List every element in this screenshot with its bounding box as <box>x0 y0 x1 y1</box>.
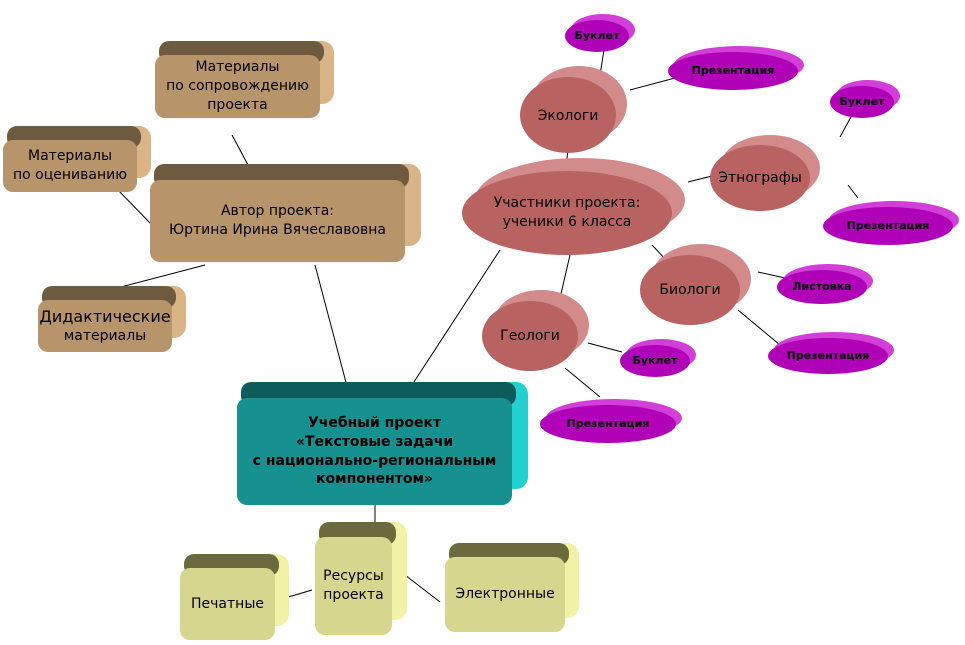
node-text: компонентом» <box>316 471 433 488</box>
node-text: Буклет <box>574 28 620 42</box>
node-text: проекта <box>323 587 384 603</box>
node-text: Листовка <box>792 279 852 293</box>
node-text: Электронные <box>455 586 555 603</box>
geologists-ellipse <box>482 290 589 371</box>
participants-node[interactable]: Участники проекта: ученики 6 класса <box>462 171 672 255</box>
didactic-materials-node[interactable]: Дидактические материалы <box>38 300 172 352</box>
ethnographers-booklet-node[interactable]: Буклет <box>830 92 894 112</box>
node-text: по сопровождению <box>166 78 309 95</box>
connector-evaluation-author <box>117 189 153 226</box>
node-text: по оцениванию <box>13 167 127 183</box>
node-text: Буклет <box>839 94 885 108</box>
connector-geologists-presentation <box>564 367 601 398</box>
connector-ethnographers-presentation <box>847 184 859 199</box>
node-text: Учебный проект <box>307 414 442 431</box>
connector-participants-ethnographers <box>687 175 713 183</box>
node-text: Презентация <box>786 348 870 362</box>
participants-ellipse <box>462 158 685 255</box>
node-text: Этнографы <box>718 169 802 186</box>
support-materials-box <box>155 41 334 118</box>
printed-box <box>180 554 289 640</box>
node-text: Презентация <box>846 218 930 232</box>
node-text: «Текстовые задачи <box>295 433 454 450</box>
printed-resources-node[interactable]: Печатные <box>180 568 275 640</box>
ecologists-booklet-ellipse <box>565 14 635 52</box>
connector-geologists-booklet <box>587 342 623 353</box>
resources-box <box>315 522 407 635</box>
node-text: Презентация <box>566 416 650 430</box>
connectors <box>89 49 859 603</box>
geologists-booklet-node[interactable]: Буклет <box>620 351 690 371</box>
node-text: Дидактические <box>39 306 171 326</box>
connector-author-center <box>314 264 349 391</box>
ecologists-presentation-node[interactable]: Презентация <box>668 60 798 82</box>
geologists-presentation-node[interactable]: Презентация <box>540 413 676 435</box>
node-text: Ресурсы <box>323 568 384 585</box>
geologists-presentation-ellipse <box>540 399 682 443</box>
node-text: Печатные <box>191 595 264 612</box>
connector-biologists-presentation <box>737 309 781 346</box>
node-text: Участники проекта: <box>493 195 641 212</box>
node-text: Геологи <box>500 327 560 344</box>
ethnographers-booklet-ellipse <box>830 80 900 118</box>
biologists-leaflet-ellipse <box>777 264 873 304</box>
connector-support-author <box>231 134 249 166</box>
connector-center-participants <box>409 249 501 389</box>
node-text: Буклет <box>632 353 678 367</box>
connector-resources-electronic <box>404 574 441 603</box>
ethnographers-presentation-node[interactable]: Презентация <box>823 215 953 237</box>
author-node[interactable]: Автор проекта: Юртина Ирина Вячеславовна <box>150 180 405 262</box>
node-text: Материалы <box>195 59 280 76</box>
connector-resources-printed <box>284 589 313 599</box>
ethnographers-node[interactable]: Этнографы <box>710 160 810 196</box>
ecologists-booklet-node[interactable]: Буклет <box>565 26 629 46</box>
ethnographers-presentation-ellipse <box>823 201 959 245</box>
geologists-node[interactable]: Геологи <box>482 318 578 354</box>
evaluation-materials-box <box>3 126 151 192</box>
ecologists-node[interactable]: Экологи <box>520 96 616 136</box>
biologists-ellipse <box>640 244 751 325</box>
biologists-presentation-node[interactable]: Презентация <box>768 345 888 367</box>
node-text: Экологи <box>537 107 599 124</box>
center-project-box <box>237 382 528 505</box>
didactic-materials-box <box>38 286 186 352</box>
node-text: ученики 6 класса <box>502 214 632 230</box>
biologists-node[interactable]: Биологи <box>640 272 740 308</box>
node-text: Презентация <box>691 63 775 77</box>
geologists-booklet-ellipse <box>620 339 696 377</box>
author-box <box>150 164 421 262</box>
node-text: Автор проекта: <box>220 203 334 220</box>
ethnographers-ellipse <box>710 135 820 211</box>
center-project-node[interactable]: Учебный проект «Текстовые задачи с национа… <box>237 398 512 505</box>
ecologists-ellipse <box>520 66 627 153</box>
biologists-presentation-ellipse <box>768 332 894 374</box>
connector-ethnographers-booklet <box>839 114 853 138</box>
electronic-box <box>445 543 579 632</box>
biologists-leaflet-node[interactable]: Листовка <box>777 277 867 297</box>
node-text: Юртина Ирина Вячеславовна <box>168 222 386 238</box>
node-text: проекта <box>207 96 268 113</box>
node-text: Биологи <box>659 281 721 298</box>
ecologists-presentation-ellipse <box>668 46 804 90</box>
connector-participants-geologists <box>559 254 571 299</box>
evaluation-materials-node[interactable]: Материалы по оцениванию <box>3 140 137 192</box>
connector-biologists-leaflet <box>757 271 786 279</box>
node-text: Материалы <box>28 148 112 165</box>
resources-node[interactable]: Ресурсы проекта <box>315 537 392 635</box>
connector-ecologists-presentation <box>629 77 676 91</box>
electronic-resources-node[interactable]: Электронные <box>445 557 565 632</box>
node-text: материалы <box>63 328 147 345</box>
node-text: с национально-региональным <box>252 452 497 469</box>
